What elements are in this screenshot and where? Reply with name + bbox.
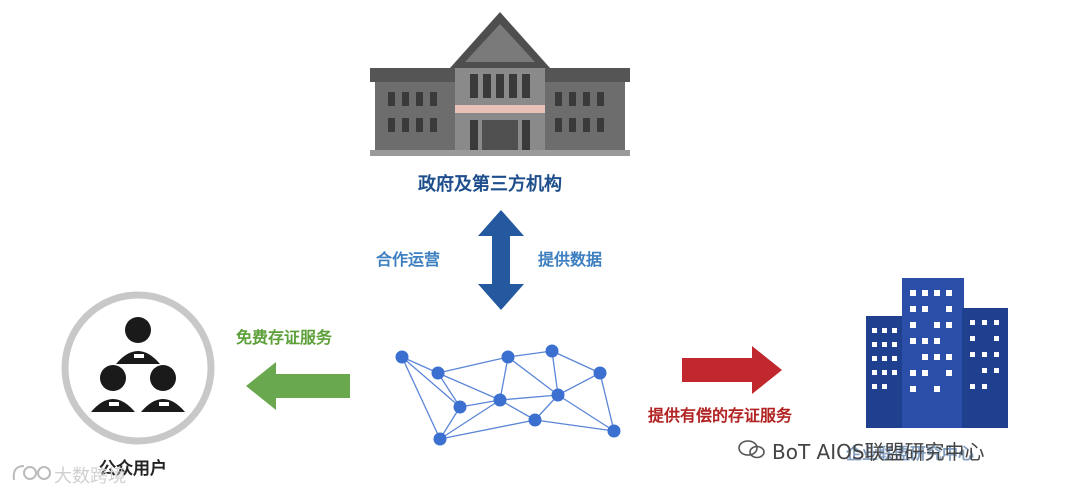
arrow-left-green-icon (246, 362, 350, 410)
edge-label-provide-data: 提供数据 (538, 250, 603, 269)
watermark-right: BoT AIOS联盟研究中心 (772, 440, 985, 464)
public-users-icon (61, 291, 215, 445)
arrow-right-red-icon (682, 346, 782, 394)
wechat-icon (738, 440, 765, 459)
edge-label-free-service: 免费存证服务 (236, 328, 333, 347)
double-arrow-vertical-icon (478, 210, 524, 310)
public-users-label: 公众用户 (99, 459, 167, 479)
watermark-logo-icon (12, 465, 51, 481)
government-building-icon (370, 12, 630, 156)
enterprise-buildings-icon (866, 278, 1008, 428)
government-label: 政府及第三方机构 (418, 174, 562, 195)
watermark-left: 大数跨境 (54, 466, 126, 487)
edge-label-paid-service: 提供有偿的存证服务 (648, 406, 793, 425)
enterprise-label: 企业联盟研究中心 (846, 444, 975, 463)
edge-label-cooperate: 合作运营 (376, 250, 441, 269)
blockchain-network-graph (395, 344, 621, 446)
